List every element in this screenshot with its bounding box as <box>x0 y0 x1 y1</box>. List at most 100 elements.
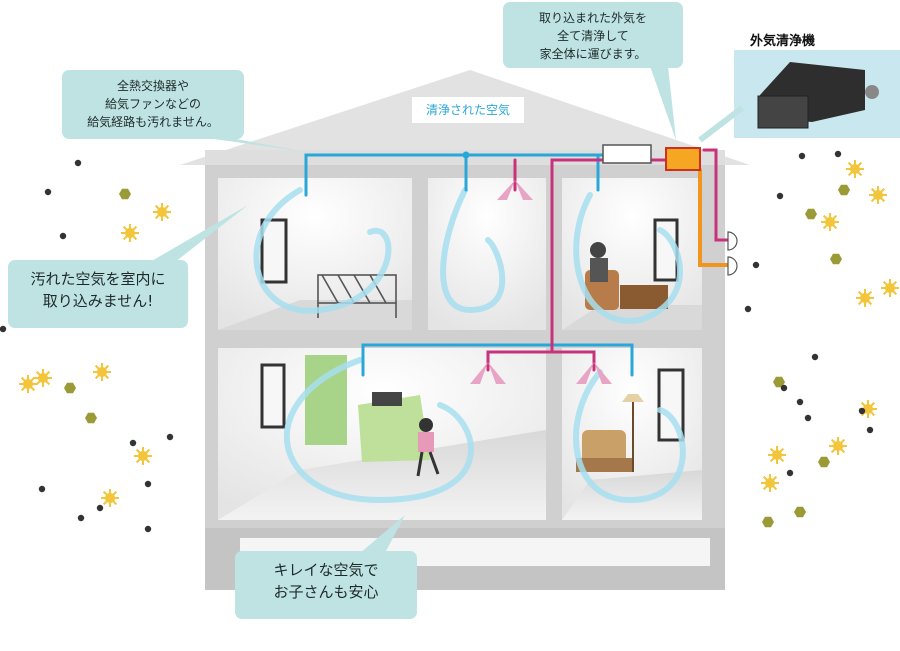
soot-particle-icon <box>74 159 82 167</box>
pollen-icon <box>153 203 171 221</box>
soot-particle-icon <box>0 325 7 333</box>
armchair <box>576 394 644 472</box>
supply-vent-icon <box>497 180 533 200</box>
pollen-icon <box>821 213 839 231</box>
air-flow-arrow-icon <box>283 357 474 504</box>
furniture <box>305 242 668 477</box>
soot-particle-icon <box>786 469 794 477</box>
callout-line: 取り込まれた外気を <box>538 11 647 25</box>
living-floor <box>218 430 546 520</box>
soot-particle-icon <box>44 188 52 196</box>
soot-particle-icon <box>804 414 812 422</box>
pollen-icon <box>846 160 864 178</box>
dust-particle-icon <box>818 456 830 468</box>
outdoor-particles <box>0 150 899 533</box>
pollen-icon <box>121 224 139 242</box>
pollen-icon <box>829 437 847 455</box>
dust-particle-icon <box>838 184 850 196</box>
wall-hoods <box>727 231 738 276</box>
supply-vent-icon <box>470 362 506 384</box>
intake-hood-icon <box>727 231 738 251</box>
soot-particle-icon <box>166 433 174 441</box>
callout-line: 給気経路も汚れません。 <box>87 115 219 129</box>
soot-particle-icon <box>776 192 784 200</box>
purified-air-label: 清浄された空気 <box>412 97 524 123</box>
ducts <box>304 144 732 377</box>
soot-particle-icon <box>129 439 137 447</box>
callout-line: キレイな空気で <box>273 561 379 579</box>
callout-clean-air-safe: キレイな空気で お子さんも安心 <box>235 551 417 619</box>
child <box>416 418 440 477</box>
purifier-title: 外気清浄機 <box>750 34 816 49</box>
pollen-icon <box>761 474 779 492</box>
bedroom-floor <box>218 300 412 330</box>
dust-particle-icon <box>830 253 842 265</box>
window-sitting <box>657 368 685 442</box>
soot-particle-icon <box>77 514 85 522</box>
callout-line: 給気ファンなどの <box>104 97 201 111</box>
soot-particle-icon <box>744 305 752 313</box>
supply-vents <box>470 180 612 384</box>
callout-line: 全て清浄して <box>557 29 629 43</box>
pollen-icon <box>134 447 152 465</box>
soot-particle-icon <box>780 384 788 392</box>
pollen-icon <box>768 446 786 464</box>
callout-line: 取り込みません! <box>42 292 154 310</box>
soot-particle-icon <box>811 353 819 361</box>
heat-exchanger-unit <box>602 144 652 164</box>
window-living <box>260 363 286 429</box>
soot-particle-icon <box>38 485 46 493</box>
air-flow-arrow-icon <box>253 187 392 314</box>
dust-particle-icon <box>773 376 785 388</box>
pollen-icon <box>34 369 52 387</box>
pollen-icon <box>101 489 119 507</box>
intake-duct-upper <box>702 148 732 242</box>
soot-particle-icon <box>858 407 866 415</box>
soot-particle-icon <box>96 504 104 512</box>
soot-particle-icon <box>834 150 842 158</box>
air-flow-arrow-icon <box>573 192 683 324</box>
air-flow-swirls <box>253 187 686 504</box>
pollen-icon <box>93 363 111 381</box>
pollen-icon <box>881 279 899 297</box>
pollen-icon <box>19 375 37 393</box>
upper-floor <box>218 178 702 330</box>
callout-no-dirty-air: 汚れた空気を室内に 取り込みません! <box>8 260 188 328</box>
soot-particle-icon <box>59 232 67 240</box>
lower-floor <box>218 348 702 520</box>
dust-particle-icon <box>794 506 806 518</box>
air-flow-arrow-icon <box>573 369 686 504</box>
soot-particle-icon <box>144 525 152 533</box>
soot-particle-icon <box>866 426 874 434</box>
callout-line: お子さんも安心 <box>273 583 379 601</box>
air-flow-arrow-icon <box>440 187 506 314</box>
soot-particle-icon <box>798 152 806 160</box>
callout-line: 家全体に運びます。 <box>539 47 647 61</box>
supply-vent-icon <box>576 362 612 384</box>
callout-line: 全熱交換器や <box>116 79 189 93</box>
supply-duct-lower <box>486 350 596 372</box>
pollen-icon <box>856 289 874 307</box>
purifier-unit <box>665 147 701 171</box>
pollen-icon <box>859 400 877 418</box>
callout-line: 汚れた空気を室内に <box>30 270 166 288</box>
window-bedroom <box>260 218 288 284</box>
dust-particle-icon <box>805 208 817 220</box>
intake-hood-icon <box>727 256 738 276</box>
dust-particle-icon <box>85 412 97 424</box>
soot-particle-icon <box>752 261 760 269</box>
clean-duct-lower <box>361 343 634 377</box>
soot-particle-icon <box>144 480 152 488</box>
intake-duct <box>698 168 730 267</box>
duct-junction <box>462 151 470 159</box>
soot-particle-icon <box>796 398 804 406</box>
dust-particle-icon <box>64 382 76 394</box>
purifier-photo <box>734 50 900 138</box>
callout-ducts-clean: 全熱交換器や 給気ファンなどの 給気経路も汚れません。 <box>62 70 244 139</box>
sitting-floor <box>562 470 702 520</box>
pollen-icon <box>869 186 887 204</box>
dust-particle-icon <box>119 188 131 200</box>
callout-intake-cleaned: 取り込まれた外気を 全て清浄して 家全体に運びます。 <box>503 2 683 68</box>
windows <box>260 218 685 442</box>
